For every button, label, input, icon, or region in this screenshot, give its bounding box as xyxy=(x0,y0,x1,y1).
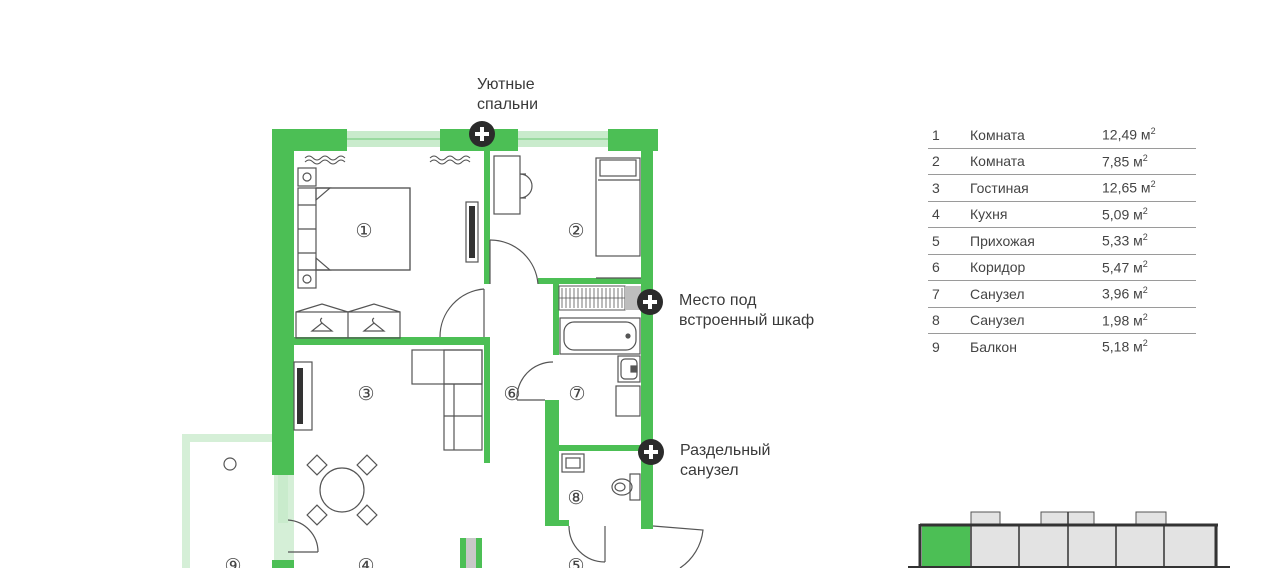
room-marker-1: ① xyxy=(355,220,372,242)
area-unit-superscript: 2 xyxy=(1142,311,1148,322)
area-unit-superscript: 2 xyxy=(1142,285,1148,296)
area-unit-superscript: 2 xyxy=(1142,232,1148,243)
room-number: 2 xyxy=(928,148,970,175)
room-row: 9 Балкон 5,18 м2 xyxy=(928,334,1196,360)
area-unit-superscript: 2 xyxy=(1142,258,1148,269)
room-area: 1,98 м2 xyxy=(1102,307,1196,334)
room-marker-7: ⑦ xyxy=(568,383,585,405)
callout-bathroom: Раздельный санузел xyxy=(680,442,771,479)
area-unit-superscript: 2 xyxy=(1150,179,1156,190)
room-marker-8: ⑧ xyxy=(567,487,584,509)
room-area-value: 5,18 м xyxy=(1102,339,1143,356)
wardrobe xyxy=(295,303,401,339)
room-name: Балкон xyxy=(970,338,1017,355)
sofa-icon xyxy=(411,349,483,451)
toilet-icon xyxy=(561,453,641,501)
room-number: 5 xyxy=(928,227,970,255)
plus-marker-icon[interactable] xyxy=(638,439,664,465)
area-unit-superscript: 2 xyxy=(1150,126,1156,137)
plus-marker-icon[interactable] xyxy=(469,121,495,147)
interior-walls xyxy=(294,151,641,568)
plus-marker-icon[interactable] xyxy=(637,289,663,315)
room-area: 7,85 м2 xyxy=(1102,148,1196,175)
room-area: 12,65 м2 xyxy=(1102,174,1196,202)
room-area: 5,09 м2 xyxy=(1102,201,1196,228)
room-name: Санузел xyxy=(970,280,1102,308)
room-name: Гостиная xyxy=(970,174,1102,202)
area-unit-superscript: 2 xyxy=(1142,338,1148,349)
callout-bedrooms: Уютные спальни xyxy=(477,76,539,113)
outer-walls xyxy=(272,129,658,568)
dining-table-icon xyxy=(306,454,378,526)
room-area: 5,47 м2 xyxy=(1102,254,1196,281)
room-name: Комната xyxy=(970,148,1102,175)
area-unit-superscript: 2 xyxy=(1142,205,1148,216)
room-number: 4 xyxy=(928,201,970,228)
room-area: 5,18 м2 xyxy=(1102,334,1196,360)
tv-icon xyxy=(465,201,479,263)
room-area-value: 5,47 м xyxy=(1102,259,1143,276)
room-area-value: 5,33 м xyxy=(1102,233,1143,250)
room-marker-9: ⑨ xyxy=(224,555,241,568)
room-area-value: 12,49 м xyxy=(1102,127,1151,144)
door-swings xyxy=(287,239,704,568)
room-name: Санузел xyxy=(970,307,1102,334)
room-marker-4: ④ xyxy=(357,555,374,568)
room-name: Кухня xyxy=(970,201,1102,228)
room-marker-6: ⑥ xyxy=(503,383,520,405)
callout-wardrobe: Место под встроенный шкаф xyxy=(679,292,815,329)
room-marker-2: ② xyxy=(567,220,584,242)
hanger-icon xyxy=(310,317,386,332)
room-marker-3: ③ xyxy=(357,383,374,405)
room-area-value: 7,85 м xyxy=(1102,153,1143,170)
sink-icon xyxy=(615,355,641,417)
room-number: 9 xyxy=(932,338,940,355)
bed-icon xyxy=(297,167,411,289)
room-area-value: 12,65 м xyxy=(1102,180,1151,197)
room-area-value: 5,09 м xyxy=(1102,206,1143,223)
curtains xyxy=(304,155,471,165)
area-unit-superscript: 2 xyxy=(1142,152,1148,163)
room-name: Прихожая xyxy=(970,227,1102,255)
room-number: 7 xyxy=(928,280,970,308)
room-area: 3,96 м2 xyxy=(1102,280,1196,308)
tv-icon xyxy=(293,361,313,431)
room-number: 8 xyxy=(928,307,970,334)
room-name: Коридор xyxy=(970,254,1102,281)
room-marker-5: ⑤ xyxy=(567,555,584,568)
room-number: 1 xyxy=(928,122,970,149)
room-area: 5,33 м2 xyxy=(1102,227,1196,255)
bathtub-icon xyxy=(559,317,641,355)
room2-furniture xyxy=(493,155,641,279)
building-minimap xyxy=(908,511,1230,568)
room-number: 6 xyxy=(928,254,970,281)
room-area-value: 1,98 м xyxy=(1102,312,1143,329)
room-area-value: 3,96 м xyxy=(1102,286,1143,303)
room-area: 12,49 м2 xyxy=(1102,122,1196,149)
room-name: Комната xyxy=(970,122,1102,149)
room-number: 3 xyxy=(928,174,970,202)
